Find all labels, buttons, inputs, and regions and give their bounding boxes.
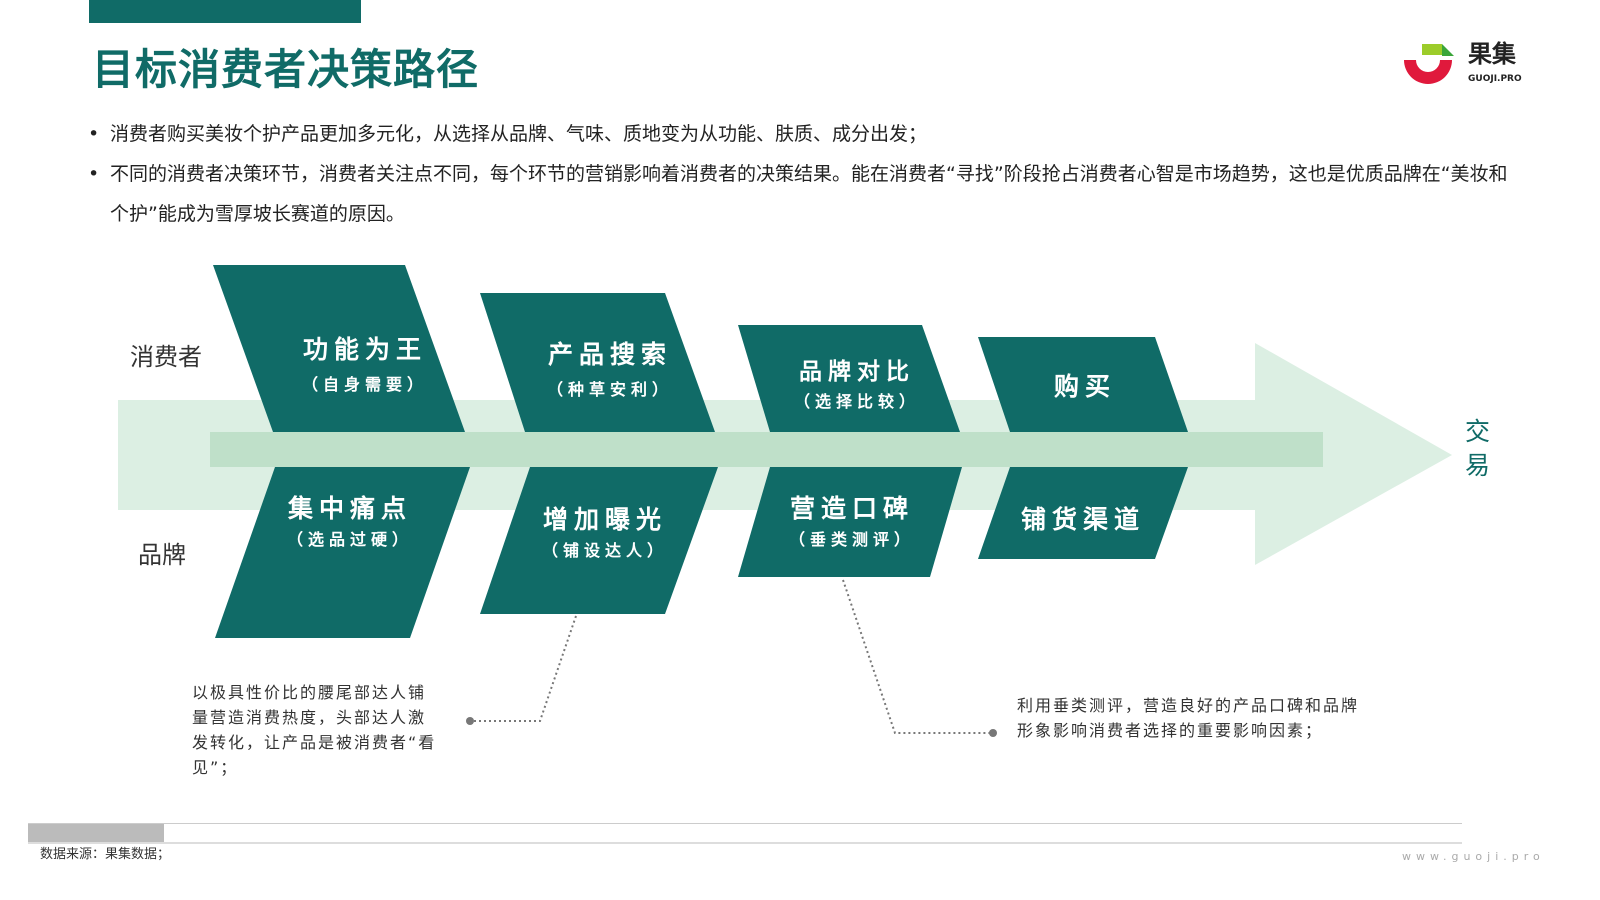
brand-step-shape	[215, 467, 470, 638]
logo-sub: GUOJI.PRO	[1468, 74, 1522, 84]
logo	[1400, 42, 1460, 87]
consumer-step-shape	[738, 325, 960, 432]
step-sub: （种草安利）	[546, 380, 673, 399]
bullet-dot: •	[88, 163, 100, 185]
step-title: 集中痛点	[287, 494, 412, 523]
step-title: 产品搜索	[547, 340, 672, 369]
note-reputation: 利用垂类测评，营造良好的产品口碑和品牌形象影响消费者选择的重要影响因素；	[1017, 696, 1360, 740]
consumer-label: 消费者	[130, 343, 202, 371]
connector-dot	[989, 729, 997, 737]
page-title: 目标消费者决策路径	[92, 45, 480, 94]
brand-step-shape	[978, 467, 1188, 559]
brand-step-shape	[480, 467, 718, 614]
brand-step-2: 增加曝光 （铺设达人）	[510, 505, 700, 561]
consumer-step-3: 品牌对比 （选择比较）	[762, 358, 952, 412]
consumer-step-4: 购买	[990, 372, 1180, 402]
brand-label: 品牌	[138, 541, 186, 569]
connector-line	[470, 615, 577, 722]
footer-bar	[28, 824, 1462, 844]
step-title: 营造口碑	[789, 494, 914, 523]
step-sub: （铺设达人）	[541, 541, 668, 560]
bullet-1: • 消费者购买美妆个护产品更加多元化，从选择从品牌、气味、质地变为从功能、肤质、成…	[88, 114, 1508, 154]
logo-name: 果集	[1468, 40, 1516, 68]
step-title: 购买	[1053, 372, 1116, 401]
consumer-step-shape	[213, 265, 465, 432]
step-title: 功能为王	[302, 335, 427, 364]
step-sub: （选择比较）	[793, 392, 920, 411]
brand-step-4: 铺货渠道	[988, 505, 1178, 535]
bullet-text: 不同的消费者决策环节，消费者关注点不同，每个环节的营销影响着消费者的决策结果。能…	[110, 163, 1508, 225]
connector-dot	[466, 717, 474, 725]
bullet-dot: •	[88, 123, 100, 145]
consumer-step-2: 产品搜索 （种草安利）	[515, 340, 705, 400]
top-accent-bar	[89, 0, 361, 23]
consumer-step-1: 功能为王 （自身需要）	[270, 335, 460, 395]
connector-line	[842, 579, 993, 734]
consumer-step-shape	[978, 337, 1188, 432]
logo-icon	[1404, 44, 1454, 84]
deal-label: 交易	[1465, 417, 1491, 480]
footer-accent	[28, 824, 164, 842]
step-sub: （自身需要）	[301, 375, 428, 394]
bullet-2: • 不同的消费者决策环节，消费者关注点不同，每个环节的营销影响着消费者的决策结果。…	[88, 154, 1508, 234]
footer-line	[28, 823, 1462, 824]
step-title: 增加曝光	[542, 505, 667, 534]
data-source: 数据来源：果集数据；	[40, 847, 171, 862]
bullet-text: 消费者购买美妆个护产品更加多元化，从选择从品牌、气味、质地变为从功能、肤质、成分…	[110, 123, 928, 145]
step-sub: （选品过硬）	[286, 530, 413, 549]
arrow-stripe	[210, 432, 1323, 467]
brand-step-shape	[738, 467, 962, 577]
footer-url: www.guoji.pro	[1402, 850, 1545, 863]
step-title: 铺货渠道	[1020, 505, 1145, 534]
step-title: 品牌对比	[799, 359, 915, 385]
note-exposure: 以极具性价比的腰尾部达人铺量营造消费热度，头部达人激发转化，让产品是被消费者“看…	[192, 683, 437, 777]
brand-step-1: 集中痛点 （选品过硬）	[255, 494, 445, 550]
brand-step-3: 营造口碑 （垂类测评）	[757, 494, 947, 550]
consumer-step-shape	[480, 293, 715, 432]
step-sub: （垂类测评）	[788, 530, 915, 549]
